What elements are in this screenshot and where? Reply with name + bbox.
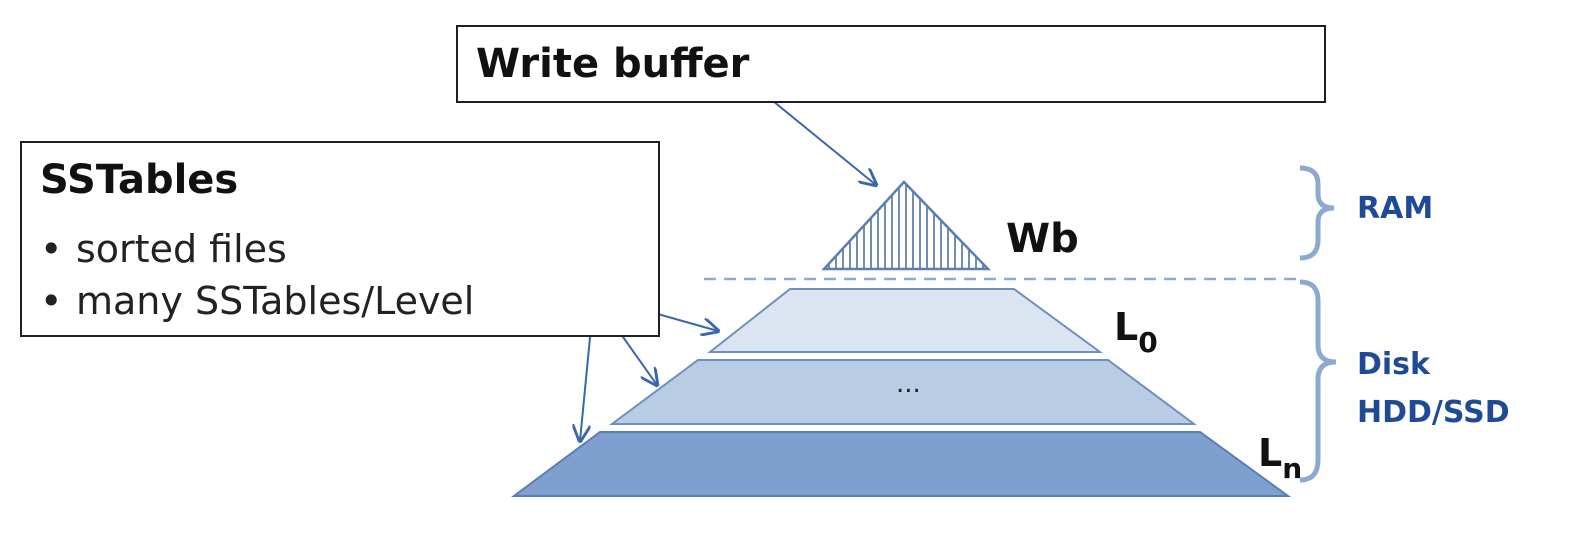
write-buffer-callout: Write buffer bbox=[456, 25, 1326, 103]
sstables-bullet-list: • sorted files • many SSTables/Level bbox=[40, 223, 474, 327]
middle-level-layer bbox=[608, 359, 1198, 425]
disk-brace bbox=[1299, 279, 1337, 483]
level-n-label: Ln bbox=[1258, 431, 1302, 485]
middle-level-label: ... bbox=[896, 369, 921, 399]
bullet-text: sorted files bbox=[76, 227, 287, 271]
write-buffer-arrow bbox=[756, 87, 876, 185]
disk-label: Disk bbox=[1357, 347, 1431, 382]
write-buffer-title: Write buffer bbox=[476, 41, 750, 87]
ram-brace bbox=[1299, 165, 1335, 261]
level-0-label: L0 bbox=[1114, 305, 1158, 359]
write-buffer-triangle bbox=[821, 180, 991, 271]
ram-label: RAM bbox=[1357, 191, 1433, 226]
bullet-glyph: • bbox=[40, 227, 63, 271]
sstables-title: SSTables bbox=[40, 157, 239, 203]
bullet-glyph: • bbox=[40, 279, 63, 323]
level-n-layer bbox=[510, 431, 1292, 497]
level-0-layer bbox=[707, 288, 1104, 353]
bullet-text: many SSTables/Level bbox=[76, 279, 475, 323]
sstables-bullet-item: • sorted files bbox=[40, 223, 474, 275]
disk-type-label: HDD/SSD bbox=[1357, 395, 1510, 430]
sstables-callout: SSTables • sorted files • many SSTables/Le… bbox=[20, 141, 660, 337]
write-buffer-label: Wb bbox=[1006, 216, 1079, 262]
sstables-bullet-item: • many SSTables/Level bbox=[40, 275, 474, 327]
